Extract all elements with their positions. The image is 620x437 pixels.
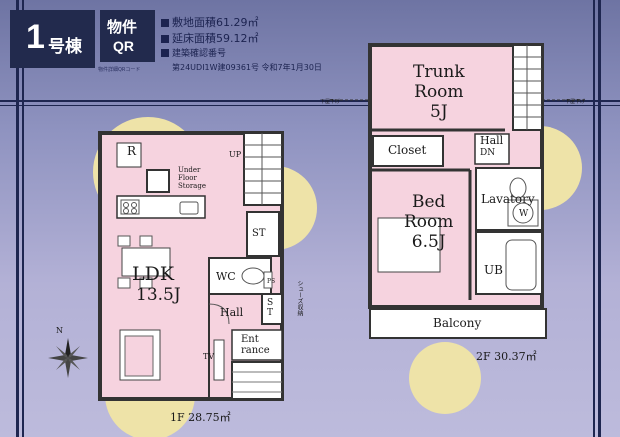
trunk-size: 5J — [430, 102, 448, 122]
ps-label: PS — [267, 278, 276, 285]
lavatory-label: Lavatory — [481, 192, 535, 206]
cert-title-text: 建築確認番号 — [172, 49, 227, 59]
ldk-size: 13.5J — [136, 285, 181, 305]
site-area: 敷地面積61.29㎡ — [161, 14, 259, 30]
st-upper-label: ST — [252, 228, 266, 239]
unit-badge: 1 号棟 — [10, 10, 95, 68]
dn-label: DN — [480, 148, 496, 158]
qr-caption: 物件詳細QRコード — [98, 67, 141, 73]
compass — [48, 338, 88, 378]
cert-number: 第24UDI1W建09361号 令和7年1月30日 — [172, 63, 322, 72]
ldk-name: LDK — [132, 263, 175, 285]
bed-room-label: Bed Room 6.5J — [404, 192, 453, 252]
qr-badge[interactable]: 物件 QR — [100, 10, 155, 62]
frame-line-h-2 — [0, 105, 620, 106]
wc-label: WC — [216, 270, 236, 283]
floor2-area: 2F 30.37㎡ — [476, 350, 537, 363]
closet-label: Closet — [388, 143, 427, 157]
hall-2f-text: Hall — [480, 134, 504, 147]
qr-line1: 物件 — [107, 19, 138, 36]
underfloor-line2: Floor — [178, 174, 197, 182]
frame-line-right-1 — [593, 0, 595, 437]
floor-area-text: 延床面積59.12㎡ — [172, 32, 259, 45]
bed-size: 6.5J — [411, 232, 446, 252]
cert-title: 建築確認番号 — [161, 46, 226, 59]
ub-label: UB — [484, 263, 503, 277]
ceiling-note-right: 下屋下げ — [565, 99, 586, 105]
site-area-text: 敷地面積61.29㎡ — [172, 16, 259, 29]
floor1-plan — [98, 131, 284, 401]
north-label: N — [56, 326, 63, 335]
trunk-room-label: Trunk Room 5J — [413, 62, 465, 122]
ceiling-note-left: 下屋下げ — [320, 99, 341, 105]
w-label: W — [519, 209, 529, 219]
hall-1f-label: Hall — [220, 306, 244, 319]
unit-number: 1 — [26, 18, 45, 56]
underfloor-line3: Storage — [178, 182, 206, 190]
fridge-label: R — [127, 144, 137, 158]
trunk-line1: Trunk — [413, 62, 465, 82]
bed-line1: Bed — [411, 192, 446, 212]
tv-label: TV — [203, 352, 215, 361]
balcony-label: Balcony — [433, 316, 482, 330]
bed-line2: Room — [404, 212, 454, 232]
highlight-circle — [409, 342, 481, 414]
entrance-label: Ent rance — [241, 334, 270, 356]
up-label: UP — [229, 150, 242, 159]
frame-line-h-1 — [0, 100, 620, 102]
underfloor-storage-label: Under Floor Storage — [178, 166, 206, 190]
frame-line-right-2 — [598, 0, 601, 437]
frame-line-left-2 — [22, 0, 24, 437]
floor2-plan — [330, 43, 585, 339]
st-lower-label: S T — [267, 298, 274, 318]
shoes-note: シューズ収納 — [296, 280, 303, 316]
qr-line2: QR — [113, 38, 134, 54]
hall-2f-label: Hall DN — [480, 135, 503, 159]
trunk-line2: Room — [414, 82, 464, 102]
floor1-area: 1F 28.75㎡ — [170, 411, 231, 424]
frame-line-left-1 — [16, 0, 19, 437]
unit-suffix: 号棟 — [48, 37, 82, 56]
underfloor-line1: Under — [178, 166, 201, 174]
floor-area: 延床面積59.12㎡ — [161, 30, 259, 46]
